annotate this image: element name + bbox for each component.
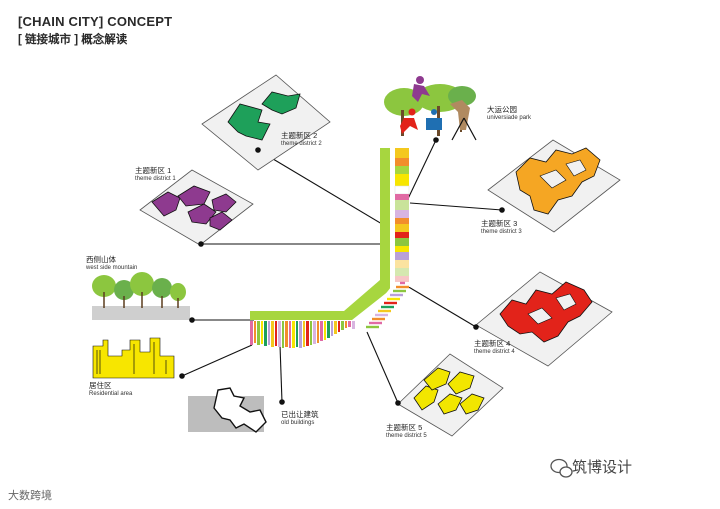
wechat-icon <box>550 458 573 478</box>
label-td5-cn: 主题新区 5 <box>386 423 423 432</box>
label-park-cn: 大运公园 <box>487 105 517 114</box>
label-td3-en: theme district 3 <box>481 229 522 235</box>
vertical-color-strip <box>394 148 410 282</box>
sports-figure-icon <box>400 76 477 141</box>
page-title-en: [CHAIN CITY] CONCEPT <box>18 14 173 29</box>
label-td1-cn: 主题新区 1 <box>135 166 172 175</box>
connector-park <box>404 139 437 206</box>
label-residential: 居住区 Residential area <box>89 381 132 399</box>
green-spine <box>250 148 390 320</box>
connection-dots <box>179 137 505 406</box>
mountain-trees-icon <box>92 272 190 320</box>
label-td3: 主题新区 3 theme district 3 <box>481 219 522 237</box>
tile-td1 <box>139 169 254 246</box>
label-old: 已出让建筑 old buildings <box>281 410 319 428</box>
label-td3-cn: 主题新区 3 <box>481 219 518 228</box>
label-park-en: universiade park <box>487 115 532 121</box>
label-td1: 主题新区 1 theme district 1 <box>135 166 176 184</box>
connector-old <box>279 344 283 403</box>
tile-td4 <box>475 271 613 367</box>
tile-td3 <box>487 139 621 233</box>
connector-td4 <box>406 285 477 328</box>
connector-td2 <box>257 149 388 228</box>
watermark-right: 筑博设计 <box>572 459 633 476</box>
horizontal-barcode-strip <box>250 321 355 348</box>
label-td4-en: theme district 4 <box>474 349 515 355</box>
connector-td5 <box>366 331 399 404</box>
label-td1-en: theme district 1 <box>135 176 176 182</box>
label-residential-en: Residential area <box>89 391 133 397</box>
label-mountain: 西侧山体 west side mountain <box>86 255 137 273</box>
tile-td2 <box>201 74 331 171</box>
old-buildings-icon <box>188 387 267 433</box>
connector-residential <box>181 344 253 377</box>
label-residential-cn: 居住区 <box>89 381 112 390</box>
label-old-cn: 已出让建筑 <box>281 410 319 419</box>
label-td2: 主题新区 2 theme district 2 <box>281 131 322 149</box>
label-td4-cn: 主题新区 4 <box>474 339 511 348</box>
residential-buildings-icon <box>92 337 175 379</box>
watermark-left: 大数跨境 <box>8 490 52 502</box>
label-mountain-cn: 西侧山体 <box>86 255 116 264</box>
label-park: 大运公园 universiade park <box>487 105 531 123</box>
tile-td5 <box>397 353 504 437</box>
label-mountain-en: west side mountain <box>86 265 138 271</box>
label-old-en: old buildings <box>281 420 315 426</box>
diagonal-color-strip <box>357 281 413 330</box>
label-td2-en: theme district 2 <box>281 141 322 147</box>
label-td5-en: theme district 5 <box>386 433 427 439</box>
connector-lines <box>181 139 503 404</box>
label-td5: 主题新区 5 theme district 5 <box>386 423 427 441</box>
label-td2-cn: 主题新区 2 <box>281 131 318 140</box>
label-td4: 主题新区 4 theme district 4 <box>474 339 515 357</box>
connector-td3 <box>409 202 503 211</box>
page-title-cn: [ 链接城市 ] 概念解读 <box>18 34 128 46</box>
